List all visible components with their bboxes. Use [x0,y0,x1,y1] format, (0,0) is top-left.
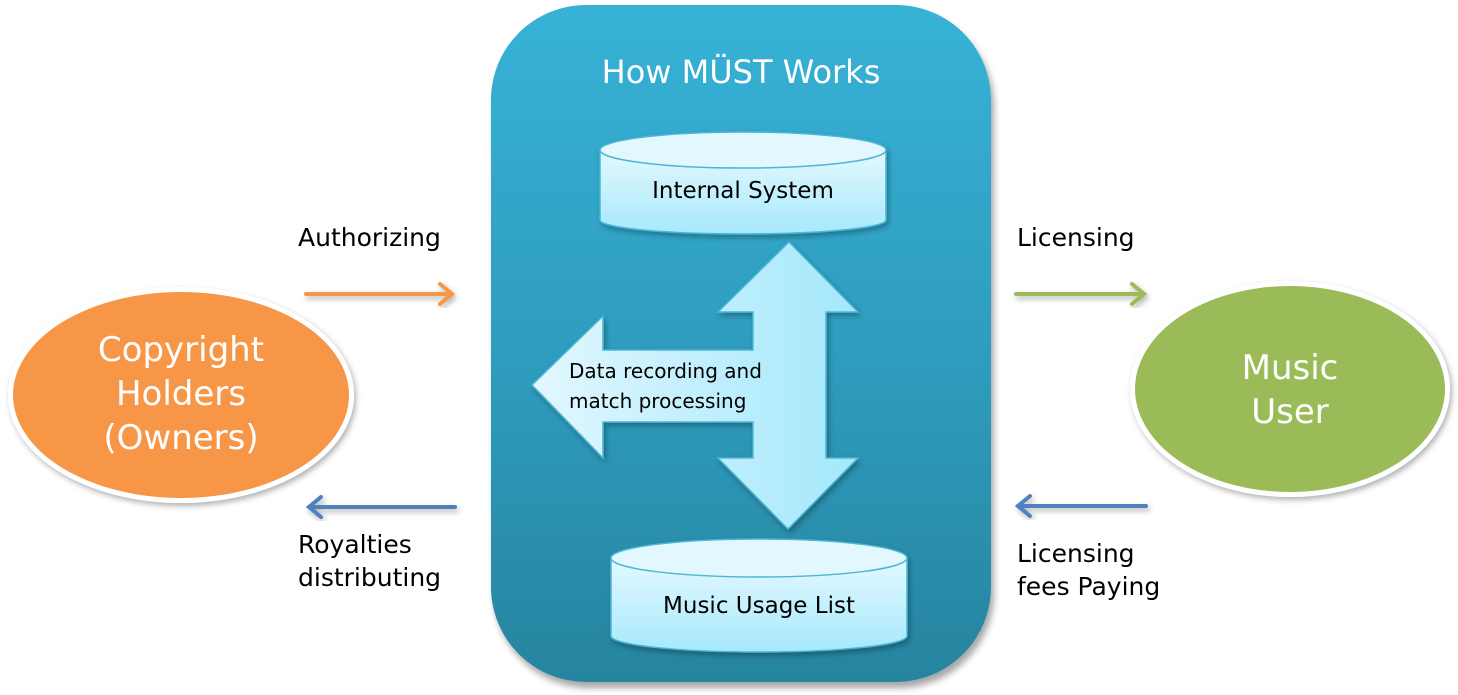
internal-system-database-icon [599,131,887,235]
authorizing-arrow [304,282,456,306]
internal-system-label: Internal System [652,178,834,204]
royalties-label: Royalties distributing [298,528,441,594]
process-label-line-2: match processing [569,389,747,413]
copyright-holders-line-2: Holders [115,374,246,414]
authorizing-label: Authorizing [298,223,441,252]
royalties-line-2: distributing [298,563,442,592]
copyright-holders-fill [13,292,349,498]
music-usage-list-label: Music Usage List [663,593,855,619]
music-user-line-2: User [1251,392,1329,432]
copyright-holders-line-1: Copyright [97,330,265,370]
process-arrow-icon [530,240,860,531]
copyright-holders-label: Copyright Holders (Owners) [31,328,331,460]
music-user-label: Music User [1140,346,1440,434]
panel-title: How MÜST Works [601,53,881,91]
royalties-arrow [305,495,457,519]
licensing-label: Licensing [1017,223,1135,252]
process-label: Data recording and match processing [569,356,762,416]
music-user-fill [1135,286,1445,492]
music-user-line-1: Music [1241,348,1339,388]
royalties-line-1: Royalties [298,530,412,559]
licensing-fees-arrow [1014,494,1148,518]
licensing-fees-label: Licensing fees Paying [1017,537,1160,603]
music-usage-list-database-icon [610,538,908,653]
copyright-holders-line-3: (Owners) [103,418,259,458]
process-label-line-1: Data recording and [569,359,762,383]
licensing-fees-line-1: Licensing [1017,539,1135,568]
licensing-fees-line-2: fees Paying [1017,572,1161,601]
licensing-arrow [1014,282,1148,306]
